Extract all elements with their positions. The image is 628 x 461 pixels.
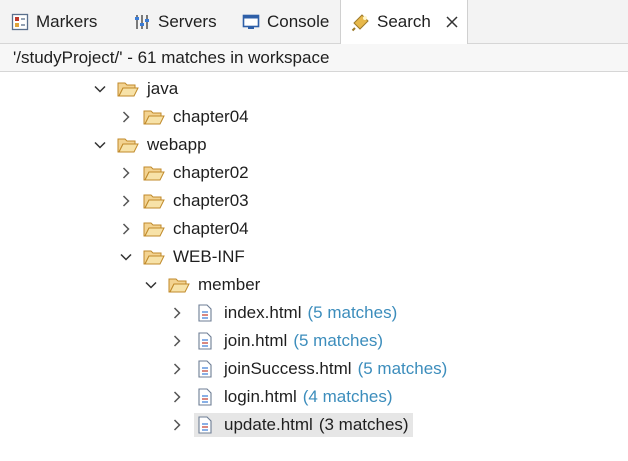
markers-icon — [10, 12, 30, 32]
tree-item-join-html[interactable]: join.html (5 matches) — [169, 328, 383, 354]
tree-item-label: update.html — [224, 415, 313, 434]
html-file-icon — [194, 388, 216, 406]
html-file-icon — [194, 416, 216, 434]
tree-item-label: chapter02 — [173, 163, 249, 182]
chevron-right-icon[interactable] — [118, 221, 134, 237]
tab-console[interactable]: Console — [231, 0, 335, 43]
chevron-right-icon[interactable] — [169, 417, 185, 433]
match-count: (5 matches) — [307, 303, 398, 322]
tree-item-chapter02[interactable]: chapter02 — [118, 160, 249, 186]
match-count: (5 matches) — [293, 331, 384, 350]
tab-label: Console — [267, 11, 330, 31]
chevron-right-icon[interactable] — [118, 165, 134, 181]
tree-item-label: chapter04 — [173, 219, 249, 238]
tree-item-label: java — [147, 79, 179, 98]
html-file-icon — [194, 360, 216, 378]
view-tab-bar: Markers Servers Console — [0, 0, 628, 44]
tree-item-label: chapter04 — [173, 107, 249, 126]
tree-item-chapter04[interactable]: chapter04 — [118, 104, 249, 130]
console-icon — [241, 12, 261, 32]
tab-label: Markers — [36, 11, 98, 31]
servers-icon — [132, 12, 152, 32]
tree-item-chapter04[interactable]: chapter04 — [118, 216, 249, 242]
chevron-right-icon[interactable] — [118, 109, 134, 125]
match-count: (3 matches) — [318, 415, 409, 434]
tab-markers[interactable]: Markers — [0, 0, 103, 43]
folder-open-icon — [168, 276, 190, 294]
folder-open-icon — [143, 220, 165, 238]
tree-item-label: member — [198, 275, 261, 294]
tree-item-label: joinSuccess.html — [224, 359, 352, 378]
tree-item-joinsuccess-html[interactable]: joinSuccess.html (5 matches) — [169, 356, 447, 382]
folder-open-icon — [143, 164, 165, 182]
tab-search[interactable]: Search — [340, 0, 468, 44]
folder-open-icon — [143, 248, 165, 266]
tab-servers[interactable]: Servers — [122, 0, 223, 43]
tree-item-web-inf[interactable]: WEB-INF — [118, 244, 245, 270]
html-file-icon — [194, 304, 216, 322]
tree-item-member[interactable]: member — [143, 272, 260, 298]
chevron-down-icon[interactable] — [118, 249, 134, 265]
tree-item-label: webapp — [147, 135, 207, 154]
chevron-right-icon[interactable] — [169, 305, 185, 321]
selection-highlight: update.html (3 matches) — [194, 413, 413, 437]
close-icon[interactable] — [443, 13, 461, 31]
folder-open-icon — [117, 80, 139, 98]
tree-item-update-html[interactable]: update.html (3 matches) — [169, 412, 413, 438]
chevron-right-icon[interactable] — [118, 193, 134, 209]
chevron-down-icon[interactable] — [92, 81, 108, 97]
folder-open-icon — [143, 192, 165, 210]
tree-item-webapp[interactable]: webapp — [92, 132, 207, 158]
chevron-right-icon[interactable] — [169, 333, 185, 349]
tree-item-java[interactable]: java — [92, 76, 178, 102]
tree-item-index-html[interactable]: index.html (5 matches) — [169, 300, 397, 326]
folder-open-icon — [143, 108, 165, 126]
chevron-down-icon[interactable] — [92, 137, 108, 153]
tree-item-label: WEB-INF — [173, 247, 245, 266]
match-count: (4 matches) — [302, 387, 393, 406]
chevron-down-icon[interactable] — [143, 277, 159, 293]
html-file-icon — [194, 332, 216, 350]
search-summary: '/studyProject/' - 61 matches in workspa… — [0, 44, 628, 72]
search-flashlight-icon — [351, 12, 371, 32]
folder-open-icon — [117, 136, 139, 154]
tree-item-chapter03[interactable]: chapter03 — [118, 188, 249, 214]
tree-item-label: index.html — [224, 303, 302, 322]
tree-item-label: join.html — [224, 331, 288, 350]
search-results-tree[interactable]: java chapter04 webapp chapter02 — [0, 74, 628, 461]
tab-label: Servers — [158, 11, 217, 31]
tree-item-label: login.html — [224, 387, 297, 406]
chevron-right-icon[interactable] — [169, 389, 185, 405]
tree-item-login-html[interactable]: login.html (4 matches) — [169, 384, 393, 410]
tab-label: Search — [377, 12, 431, 31]
match-count: (5 matches) — [357, 359, 448, 378]
tree-item-label: chapter03 — [173, 191, 249, 210]
chevron-right-icon[interactable] — [169, 361, 185, 377]
